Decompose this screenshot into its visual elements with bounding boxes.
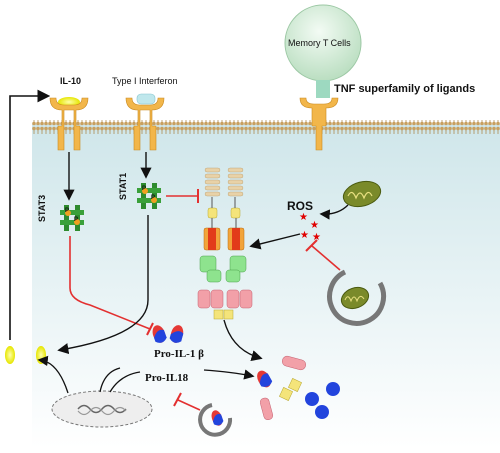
- mitochondrion-top: [342, 180, 382, 208]
- stat3-phospho-b: P: [74, 217, 79, 223]
- autophagosome-bottom: [198, 403, 233, 437]
- cleaved-products: [257, 355, 340, 421]
- il10-feedback-arrow: [9, 89, 51, 340]
- svg-text:★: ★: [312, 232, 321, 243]
- stat1-dimer: [137, 183, 161, 209]
- type1-interferon-ligand: [136, 93, 156, 105]
- ros-stars: ★ ★ ★ ★: [299, 212, 321, 243]
- nucleus-to-pro-il-arrow-b: [109, 371, 141, 393]
- svg-text:★: ★: [310, 220, 319, 231]
- pro-il1b-label: Pro-IL-1 β: [154, 348, 204, 360]
- inflammasome-to-products-arrow: [223, 319, 263, 362]
- tnf-superfamily-label: TNF superfamily of ligands: [334, 83, 476, 95]
- stat1-phospho-b: P: [151, 195, 156, 201]
- mitophagy-autophagosome: [327, 269, 387, 326]
- tnf-receptor: [299, 97, 339, 151]
- mitochondrion-to-ros-arrow: [319, 204, 349, 220]
- stat1-phospho-a: P: [142, 186, 147, 192]
- memory-t-cells-label: Memory T Cells: [288, 38, 351, 48]
- pro-il-molecule-1: [152, 325, 167, 343]
- type1-interferon-receptor: [125, 97, 165, 151]
- ros-label: ROS: [287, 199, 314, 213]
- il10-label: IL-10: [60, 76, 82, 86]
- nucleus-to-pro-il-arrow: [99, 367, 121, 393]
- stat3-inhibits-pro-il: [69, 236, 154, 336]
- stat1-label: STAT1: [118, 172, 128, 200]
- stat1-to-il10-secretion-arrow: [57, 215, 149, 355]
- cell-membrane: [32, 120, 500, 134]
- pro-il18-label: Pro-IL18: [145, 372, 189, 384]
- svg-text:★: ★: [299, 212, 308, 223]
- memory-t-cell: [284, 4, 362, 98]
- nlrp3-inflammasome: [197, 167, 253, 320]
- il10-ligand: [58, 97, 80, 107]
- il10-receptor: [49, 97, 89, 151]
- stat3-dimer: [60, 205, 84, 231]
- svg-text:★: ★: [300, 230, 309, 241]
- ros-to-inflammasome-arrow: [249, 233, 301, 250]
- mitophagy-inhibits-ros: [305, 239, 341, 271]
- secreted-il10-left-a: [5, 346, 15, 364]
- type1-interferon-label: Type I Interferon: [112, 76, 178, 86]
- pro-il-molecule-2: [169, 325, 184, 343]
- autophagy-inhibits-pro-il: [173, 392, 201, 411]
- stat3-phospho-a: P: [65, 208, 70, 214]
- stat3-label: STAT3: [37, 194, 47, 222]
- nucleus-to-il10-arrow: [37, 355, 69, 394]
- nucleus: [51, 390, 153, 428]
- stat1-inhibits-nlrp3: [166, 189, 199, 203]
- pro-il18-to-products-arrow: [203, 369, 255, 380]
